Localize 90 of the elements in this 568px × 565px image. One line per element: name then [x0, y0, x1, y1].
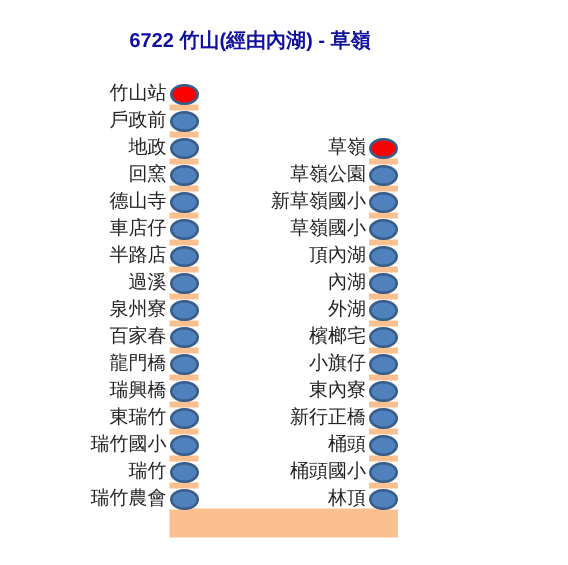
stop-name: 回窯	[128, 163, 166, 187]
stop-marker-icon	[170, 434, 198, 456]
stop-marker-icon	[369, 488, 398, 510]
stop-marker-icon	[369, 300, 398, 320]
stop-marker-icon	[369, 164, 398, 186]
stop-marker-icon	[170, 462, 198, 482]
route-line	[170, 348, 198, 354]
stop-marker-icon	[369, 246, 398, 266]
stop-name: 百家春	[110, 325, 166, 349]
route-line	[170, 266, 198, 272]
stop-marker-icon	[170, 138, 198, 158]
stop-marker-icon	[170, 326, 198, 348]
stop-name: 桶頭	[328, 433, 366, 457]
stop-name: 草嶺公園	[290, 163, 366, 187]
stop-marker-icon	[170, 164, 198, 186]
route-line	[369, 348, 398, 354]
stop-marker-icon	[369, 408, 398, 428]
stop-marker-icon	[369, 272, 398, 294]
stop-marker-icon	[369, 192, 398, 212]
route-line	[170, 508, 398, 538]
route-line	[369, 266, 398, 272]
stop-marker-icon	[170, 246, 198, 266]
stop-name: 東內寮	[309, 379, 366, 403]
route-line	[369, 320, 398, 326]
route-line	[170, 374, 198, 380]
stop-name: 過溪	[128, 271, 166, 295]
stop-name: 內湖	[328, 271, 366, 295]
stop-marker-icon	[369, 326, 398, 348]
route-line	[170, 132, 198, 138]
route-line	[170, 186, 198, 192]
route-title: 6722 竹山(經由內湖) - 草嶺	[128, 29, 372, 54]
stop-name: 瑞竹農會	[90, 487, 166, 511]
route-line	[170, 212, 198, 218]
route-line	[369, 212, 398, 218]
stop-marker-icon	[170, 380, 198, 402]
terminus-marker-icon	[369, 138, 398, 158]
stop-name: 桶頭國小	[290, 460, 366, 484]
stop-name: 檳榔宅	[309, 325, 366, 349]
stop-name: 德山寺	[110, 190, 166, 214]
route-line	[170, 104, 198, 110]
route-line	[170, 456, 198, 462]
route-line	[170, 158, 198, 164]
stop-marker-icon	[170, 110, 198, 132]
route-line	[369, 402, 398, 408]
stop-name: 地政	[128, 136, 166, 160]
stop-name: 瑞竹國小	[90, 433, 166, 457]
stop-name: 小旗仔	[309, 352, 366, 376]
stop-marker-icon	[369, 434, 398, 456]
route-line	[170, 240, 198, 246]
route-line	[369, 374, 398, 380]
route-line	[369, 456, 398, 462]
route-line	[369, 240, 398, 246]
stop-name: 車店仔	[110, 217, 166, 241]
stop-name: 泉州寮	[110, 298, 166, 322]
stop-name: 東瑞竹	[110, 406, 166, 430]
terminus-marker-icon	[170, 84, 198, 104]
stop-marker-icon	[170, 488, 198, 510]
route-line	[369, 186, 398, 192]
route-line	[170, 428, 198, 434]
stop-marker-icon	[170, 192, 198, 212]
stop-name: 戶政前	[110, 109, 166, 133]
stop-name: 頂內湖	[309, 244, 366, 268]
stop-name: 竹山站	[110, 82, 166, 106]
stop-name: 新草嶺國小	[271, 190, 366, 214]
route-line	[170, 320, 198, 326]
route-line	[369, 428, 398, 434]
route-line	[170, 402, 198, 408]
stop-name: 外湖	[328, 298, 366, 322]
stop-name: 半路店	[110, 244, 166, 268]
stop-marker-icon	[170, 300, 198, 320]
stop-name: 草嶺	[328, 136, 366, 160]
stop-name: 林頂	[328, 487, 366, 511]
route-line	[369, 294, 398, 300]
stop-name: 新行正橋	[290, 406, 366, 430]
stop-marker-icon	[369, 462, 398, 482]
route-line	[170, 294, 198, 300]
route-line	[369, 482, 398, 488]
stop-name: 草嶺國小	[290, 217, 366, 241]
stop-marker-icon	[170, 354, 198, 374]
stop-marker-icon	[170, 272, 198, 294]
stop-marker-icon	[369, 218, 398, 240]
stop-marker-icon	[170, 408, 198, 428]
stop-marker-icon	[369, 380, 398, 402]
stop-marker-icon	[369, 354, 398, 374]
stop-name: 瑞興橋	[110, 379, 166, 403]
stop-name: 瑞竹	[128, 460, 166, 484]
route-line	[170, 482, 198, 488]
stop-name: 龍門橋	[110, 352, 166, 376]
route-line	[369, 158, 398, 164]
stop-marker-icon	[170, 218, 198, 240]
